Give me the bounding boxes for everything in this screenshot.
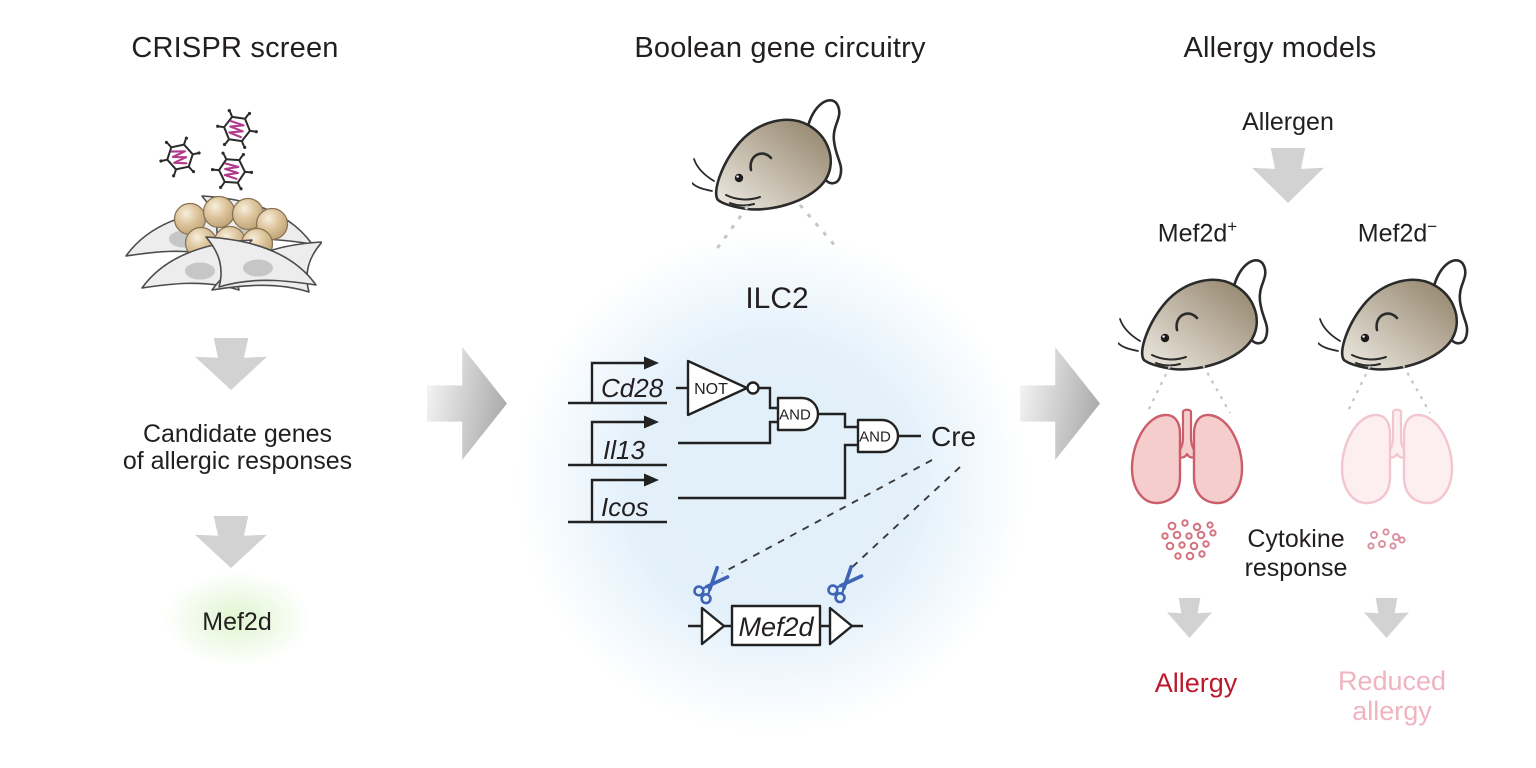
cre-cut-dashed-line (721, 459, 961, 574)
candidate-genes-label: Candidate genes of allergic responses (105, 421, 370, 475)
cytokine-line1: Cytokine (1247, 525, 1345, 553)
group-neg-sup: − (1427, 217, 1438, 236)
projection-lines (1146, 364, 1231, 414)
lungs-inflamed-icon (1132, 409, 1242, 504)
promoter-arrowhead (644, 356, 659, 370)
outcome-reduced-line1: Reduced (1337, 666, 1447, 696)
arrow-down-icon (1364, 598, 1409, 638)
outcome-allergy-label: Allergy (1154, 668, 1238, 698)
not-gate-label: NOT (694, 381, 728, 398)
lungs-protected-icon (1342, 409, 1452, 504)
arrow-down-icon (195, 516, 267, 568)
panel-title-boolean: Boolean gene circuitry (634, 32, 926, 64)
hit-gene-label: Mef2d (202, 608, 272, 636)
gene-label-icos: Icos (601, 492, 649, 522)
group-label-mef2d-pos: Mef2d+ (1130, 213, 1265, 247)
scissors-icon (690, 564, 732, 607)
crispr-screen-illustration (125, 106, 322, 293)
virus-icon (154, 106, 262, 193)
boolean-circuit: Cd28 Il13 Icos NOT AND AND Cre (568, 356, 976, 524)
projection-lines (714, 204, 839, 251)
group-pos-sup: + (1227, 217, 1238, 236)
mouse-icon (692, 98, 843, 211)
group-pos-base: Mef2d (1157, 219, 1228, 248)
group-label-mef2d-neg: Mef2d− (1330, 213, 1465, 247)
floxed-gene-label: Mef2d (738, 612, 814, 642)
cytokine-dots-strong (1161, 519, 1217, 561)
cre-label: Cre (931, 421, 976, 452)
mouse-icon (1118, 258, 1269, 371)
allergen-label: Allergen (1242, 108, 1334, 136)
candidate-genes-line2: of allergic responses (122, 447, 353, 475)
gene-label-il13: Il13 (603, 435, 645, 465)
projection-lines (1346, 364, 1431, 414)
floxed-construct: Mef2d (688, 459, 961, 647)
arrow-down-icon (195, 338, 267, 390)
mouse-icon (1318, 258, 1469, 371)
ilc2-glow (515, 230, 1030, 735)
panel-title-crispr: CRISPR screen (131, 32, 339, 64)
flow-arrow-right-icon (427, 347, 507, 460)
scissors-icon (824, 563, 866, 606)
arrow-down-icon (1252, 148, 1324, 203)
loxp-site-icon (700, 606, 726, 646)
loxp-site-icon (828, 606, 854, 646)
outcome-reduced-line2: allergy (1352, 696, 1432, 726)
cytokine-line2: response (1244, 554, 1348, 582)
and-gate-label: AND (859, 429, 891, 446)
arrow-down-icon (1167, 598, 1212, 638)
not-gate-icon (686, 359, 749, 417)
panel-title-allergy: Allergy models (1183, 32, 1377, 64)
hit-glow (163, 572, 311, 666)
flow-arrow-right-icon (1020, 347, 1100, 460)
and-gate-icon (856, 418, 900, 454)
cytokine-response-label: Cytokine response (1226, 525, 1366, 583)
cytokine-dots-weak (1367, 528, 1406, 550)
floxed-gene-box (730, 604, 822, 647)
candidate-genes-line1: Candidate genes (142, 420, 333, 448)
gene-label-cd28: Cd28 (601, 373, 664, 403)
ilc2-label: ILC2 (745, 282, 809, 315)
group-neg-base: Mef2d (1357, 219, 1428, 248)
and-gate-icon (776, 396, 820, 432)
and-gate-label: AND (779, 407, 811, 424)
outcome-reduced-label: Reduced allergy (1322, 666, 1462, 726)
not-bubble-icon (746, 381, 760, 395)
